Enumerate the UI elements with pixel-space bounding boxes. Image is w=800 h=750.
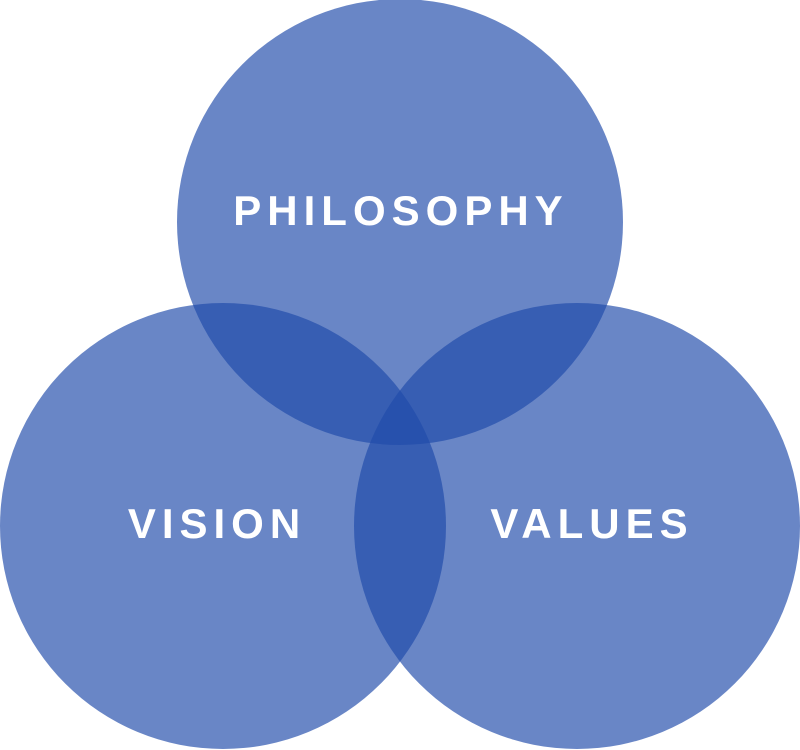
circle-vision	[0, 303, 446, 749]
label-vision: VISION	[128, 500, 306, 547]
label-philosophy: PHILOSOPHY	[233, 187, 568, 234]
circle-values	[354, 303, 800, 749]
label-values: VALUES	[490, 500, 693, 547]
